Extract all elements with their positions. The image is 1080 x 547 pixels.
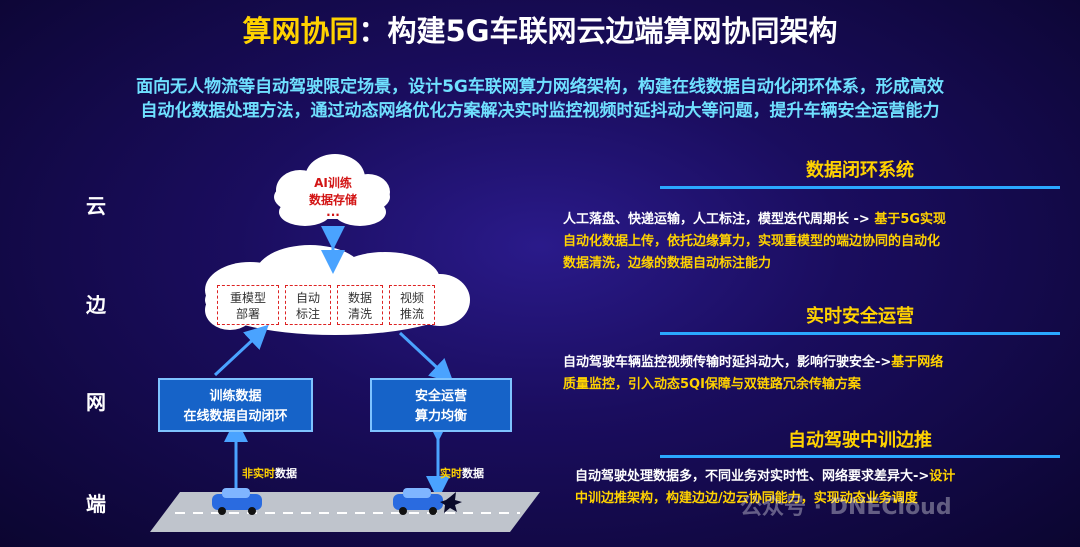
edge-box-auto-label: 自动标注 <box>285 285 331 325</box>
section-bar <box>660 455 1060 458</box>
layer-label-network: 网 <box>86 390 106 414</box>
subtitle-line-1: 面向无人物流等自动驾驶限定场景，设计5G车联网算力网络架构，构建在线数据自动化闭… <box>136 77 944 97</box>
car-icon <box>212 488 262 515</box>
label-non-realtime: 非实时数据 <box>242 467 297 480</box>
cloud-shape-top <box>274 154 390 226</box>
title-highlight: 算网协同 <box>242 14 359 48</box>
arrow-edge-safety <box>398 331 454 384</box>
layer-label-cloud: 云 <box>86 194 106 218</box>
cloud-line-3: ··· <box>326 208 340 222</box>
cloud-node-text: AI训练 数据存储 ··· <box>292 174 374 222</box>
layer-label-edge: 边 <box>86 293 106 317</box>
section-desc-train-infer: 自动驾驶处理数据多，不同业务对实时性、网络要求差异大->设计 中训边推架构，构建… <box>575 469 956 506</box>
section-title-train-infer: 自动驾驶中训边推 <box>788 430 932 451</box>
arrow-train-edge <box>213 324 269 377</box>
net-box-training-data: 训练数据在线数据自动闭环 <box>158 378 313 432</box>
car-icon <box>393 488 462 515</box>
watermark: 公众号 · DNECloud <box>740 495 952 520</box>
section-title-safety: 实时安全运营 <box>806 306 914 327</box>
net-box-safety-ops: 安全运营算力均衡 <box>370 378 512 432</box>
section-desc-safety: 自动驾驶车辆监控视频传输时延抖动大，影响行驶安全->基于网络 质量监控，引入动态… <box>563 355 944 392</box>
section-title-data-loop: 数据闭环系统 <box>806 160 914 181</box>
edge-box-video-stream: 视频推流 <box>389 285 435 325</box>
subtitle-line-2: 自动化数据处理方法，通过动态网络优化方案解决实时监控视频时延抖动大等问题，提升车… <box>140 101 940 121</box>
layer-label-terminal: 端 <box>86 492 106 516</box>
edge-box-model-deploy: 重模型部署 <box>217 285 279 325</box>
cloud-line-2: 数据存储 <box>308 193 357 207</box>
section-bar <box>660 332 1060 335</box>
section-desc-data-loop: 人工落盘、快递运输，人工标注，模型迭代周期长 -> 基于5G实现 自动化数据上传… <box>563 212 947 271</box>
label-realtime: 实时数据 <box>440 467 484 480</box>
edge-box-data-clean: 数据清洗 <box>337 285 383 325</box>
cloud-line-1: AI训练 <box>314 176 352 190</box>
section-bar <box>660 186 1060 189</box>
title-rest: ：构建5G车联网云边端算网协同架构 <box>358 14 838 48</box>
page-title: 算网协同：构建5G车联网云边端算网协同架构 <box>0 8 1080 50</box>
